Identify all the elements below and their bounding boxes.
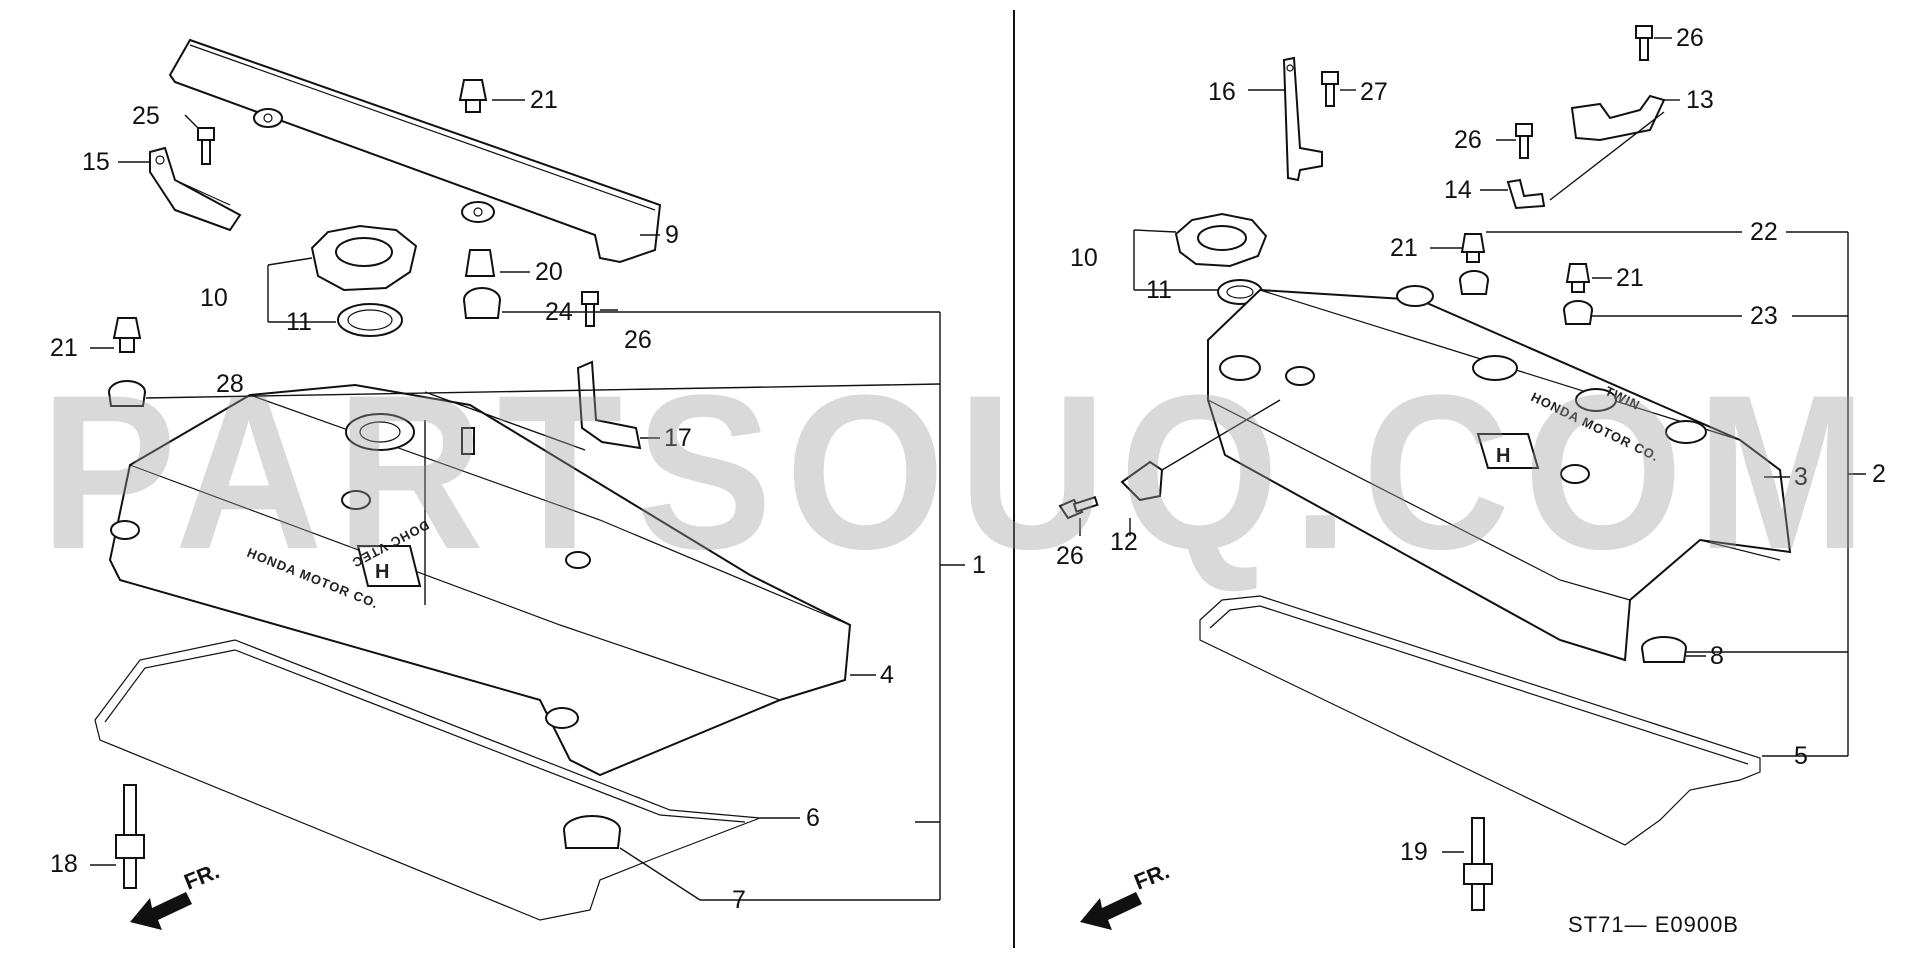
part-26-bolt-right-bottom[interactable] <box>1058 495 1099 520</box>
part-27-bolt[interactable] <box>1321 71 1339 107</box>
part-19-stud-bolt[interactable] <box>1463 817 1493 911</box>
part-21-nut-right-a[interactable] <box>1460 233 1486 263</box>
callout-left-18[interactable]: 18 <box>50 850 78 878</box>
part-12-clip[interactable] <box>1120 460 1164 502</box>
callout-right-16[interactable]: 16 <box>1208 78 1236 106</box>
callout-right-5[interactable]: 5 <box>1794 742 1808 770</box>
right-callouts: 26 16 27 13 26 14 22 10 21 11 21 23 3 2 … <box>1056 24 1886 866</box>
right-front-direction-arrow: FR. <box>1080 858 1173 930</box>
callout-left-1[interactable]: 1 <box>972 551 986 579</box>
callout-left-24[interactable]: 24 <box>545 298 573 326</box>
callout-left-21-top[interactable]: 21 <box>530 86 558 114</box>
callout-left-6[interactable]: 6 <box>806 804 820 832</box>
watermark-text: PARTSOUQ.COM <box>40 349 1880 595</box>
callout-right-3[interactable]: 3 <box>1794 463 1808 491</box>
callout-right-14[interactable]: 14 <box>1444 176 1472 204</box>
callout-right-22[interactable]: 22 <box>1750 218 1778 246</box>
part-5-gasket[interactable] <box>1199 595 1761 846</box>
part-10-oil-filler-cap[interactable] <box>310 224 418 292</box>
part-10-oil-filler-cap-right[interactable] <box>1174 212 1268 268</box>
part-23-grommet[interactable] <box>1563 300 1593 325</box>
callout-right-21-b[interactable]: 21 <box>1616 264 1644 292</box>
left-fr-label: FR. <box>181 858 223 894</box>
callout-right-2[interactable]: 2 <box>1872 460 1886 488</box>
part-22-grommet[interactable] <box>1459 270 1489 295</box>
callout-right-10[interactable]: 10 <box>1070 244 1098 272</box>
callout-right-13[interactable]: 13 <box>1686 86 1714 114</box>
callout-right-26-top[interactable]: 26 <box>1676 24 1704 52</box>
right-cover-h-logo: H <box>1496 445 1510 467</box>
callout-left-10[interactable]: 10 <box>200 284 228 312</box>
part-8-plug-seal[interactable] <box>1641 636 1687 663</box>
part-9-cover-plate[interactable] <box>168 38 662 264</box>
callout-left-17[interactable]: 17 <box>664 424 692 452</box>
callout-right-26-bottom[interactable]: 26 <box>1056 542 1084 570</box>
right-fr-label: FR. <box>1131 858 1173 894</box>
part-26-bolt-right-middle[interactable] <box>1515 123 1533 159</box>
callout-right-11[interactable]: 11 <box>1146 276 1172 304</box>
part-11-gasket-ring[interactable] <box>337 303 403 337</box>
callout-left-25[interactable]: 25 <box>132 102 160 130</box>
part-26-bolt-right-top[interactable] <box>1635 25 1653 61</box>
callout-left-4[interactable]: 4 <box>880 661 894 689</box>
left-front-direction-arrow: FR. <box>130 858 223 930</box>
callout-left-21-left[interactable]: 21 <box>50 334 78 362</box>
part-21-nut-left[interactable] <box>112 317 142 353</box>
part-18-stud-bolt[interactable] <box>115 784 145 889</box>
left-callouts: 21 25 15 9 10 11 20 24 21 28 26 17 1 4 6… <box>50 86 986 914</box>
callout-right-19[interactable]: 19 <box>1400 838 1428 866</box>
part-24-grommet[interactable] <box>463 287 501 319</box>
part-7-plug-seal[interactable] <box>563 815 621 849</box>
part-4-cylinder-head-cover[interactable]: H DOHC VTEC HONDA MOTOR CO. <box>108 383 852 777</box>
part-13-bracket[interactable] <box>1570 94 1666 142</box>
callout-left-15[interactable]: 15 <box>82 148 110 176</box>
callout-left-28[interactable]: 28 <box>216 370 244 398</box>
callout-right-23[interactable]: 23 <box>1750 302 1778 330</box>
part-21-nut-right-b[interactable] <box>1565 263 1591 293</box>
right-leader-lines <box>1079 37 1866 853</box>
diagram-reference-code: ST71— E0900B <box>1568 912 1739 937</box>
callout-right-21-a[interactable]: 21 <box>1390 234 1418 262</box>
callout-right-26-middle[interactable]: 26 <box>1454 126 1482 154</box>
part-25-bolt[interactable] <box>197 127 215 165</box>
callout-left-26[interactable]: 26 <box>624 326 652 354</box>
callout-right-12[interactable]: 12 <box>1110 528 1138 556</box>
callout-left-20[interactable]: 20 <box>535 258 563 286</box>
callout-right-27[interactable]: 27 <box>1360 78 1388 106</box>
part-26-bolt-left[interactable] <box>581 291 599 327</box>
callout-left-7[interactable]: 7 <box>732 886 746 914</box>
part-20-grommet[interactable] <box>464 249 496 277</box>
part-6-gasket[interactable] <box>94 639 761 921</box>
part-28-grommet[interactable] <box>108 380 146 407</box>
part-15-bracket[interactable] <box>149 146 242 232</box>
callout-right-8[interactable]: 8 <box>1710 642 1724 670</box>
left-cover-h-logo: H <box>375 561 389 583</box>
callout-left-9[interactable]: 9 <box>665 221 679 249</box>
part-16-bracket[interactable] <box>1282 56 1323 182</box>
callout-left-11[interactable]: 11 <box>286 308 312 336</box>
part-14-bracket[interactable] <box>1506 178 1546 210</box>
part-21-nut-top[interactable] <box>458 79 488 113</box>
part-17-bracket[interactable] <box>576 360 642 450</box>
left-leader-lines <box>90 99 965 901</box>
